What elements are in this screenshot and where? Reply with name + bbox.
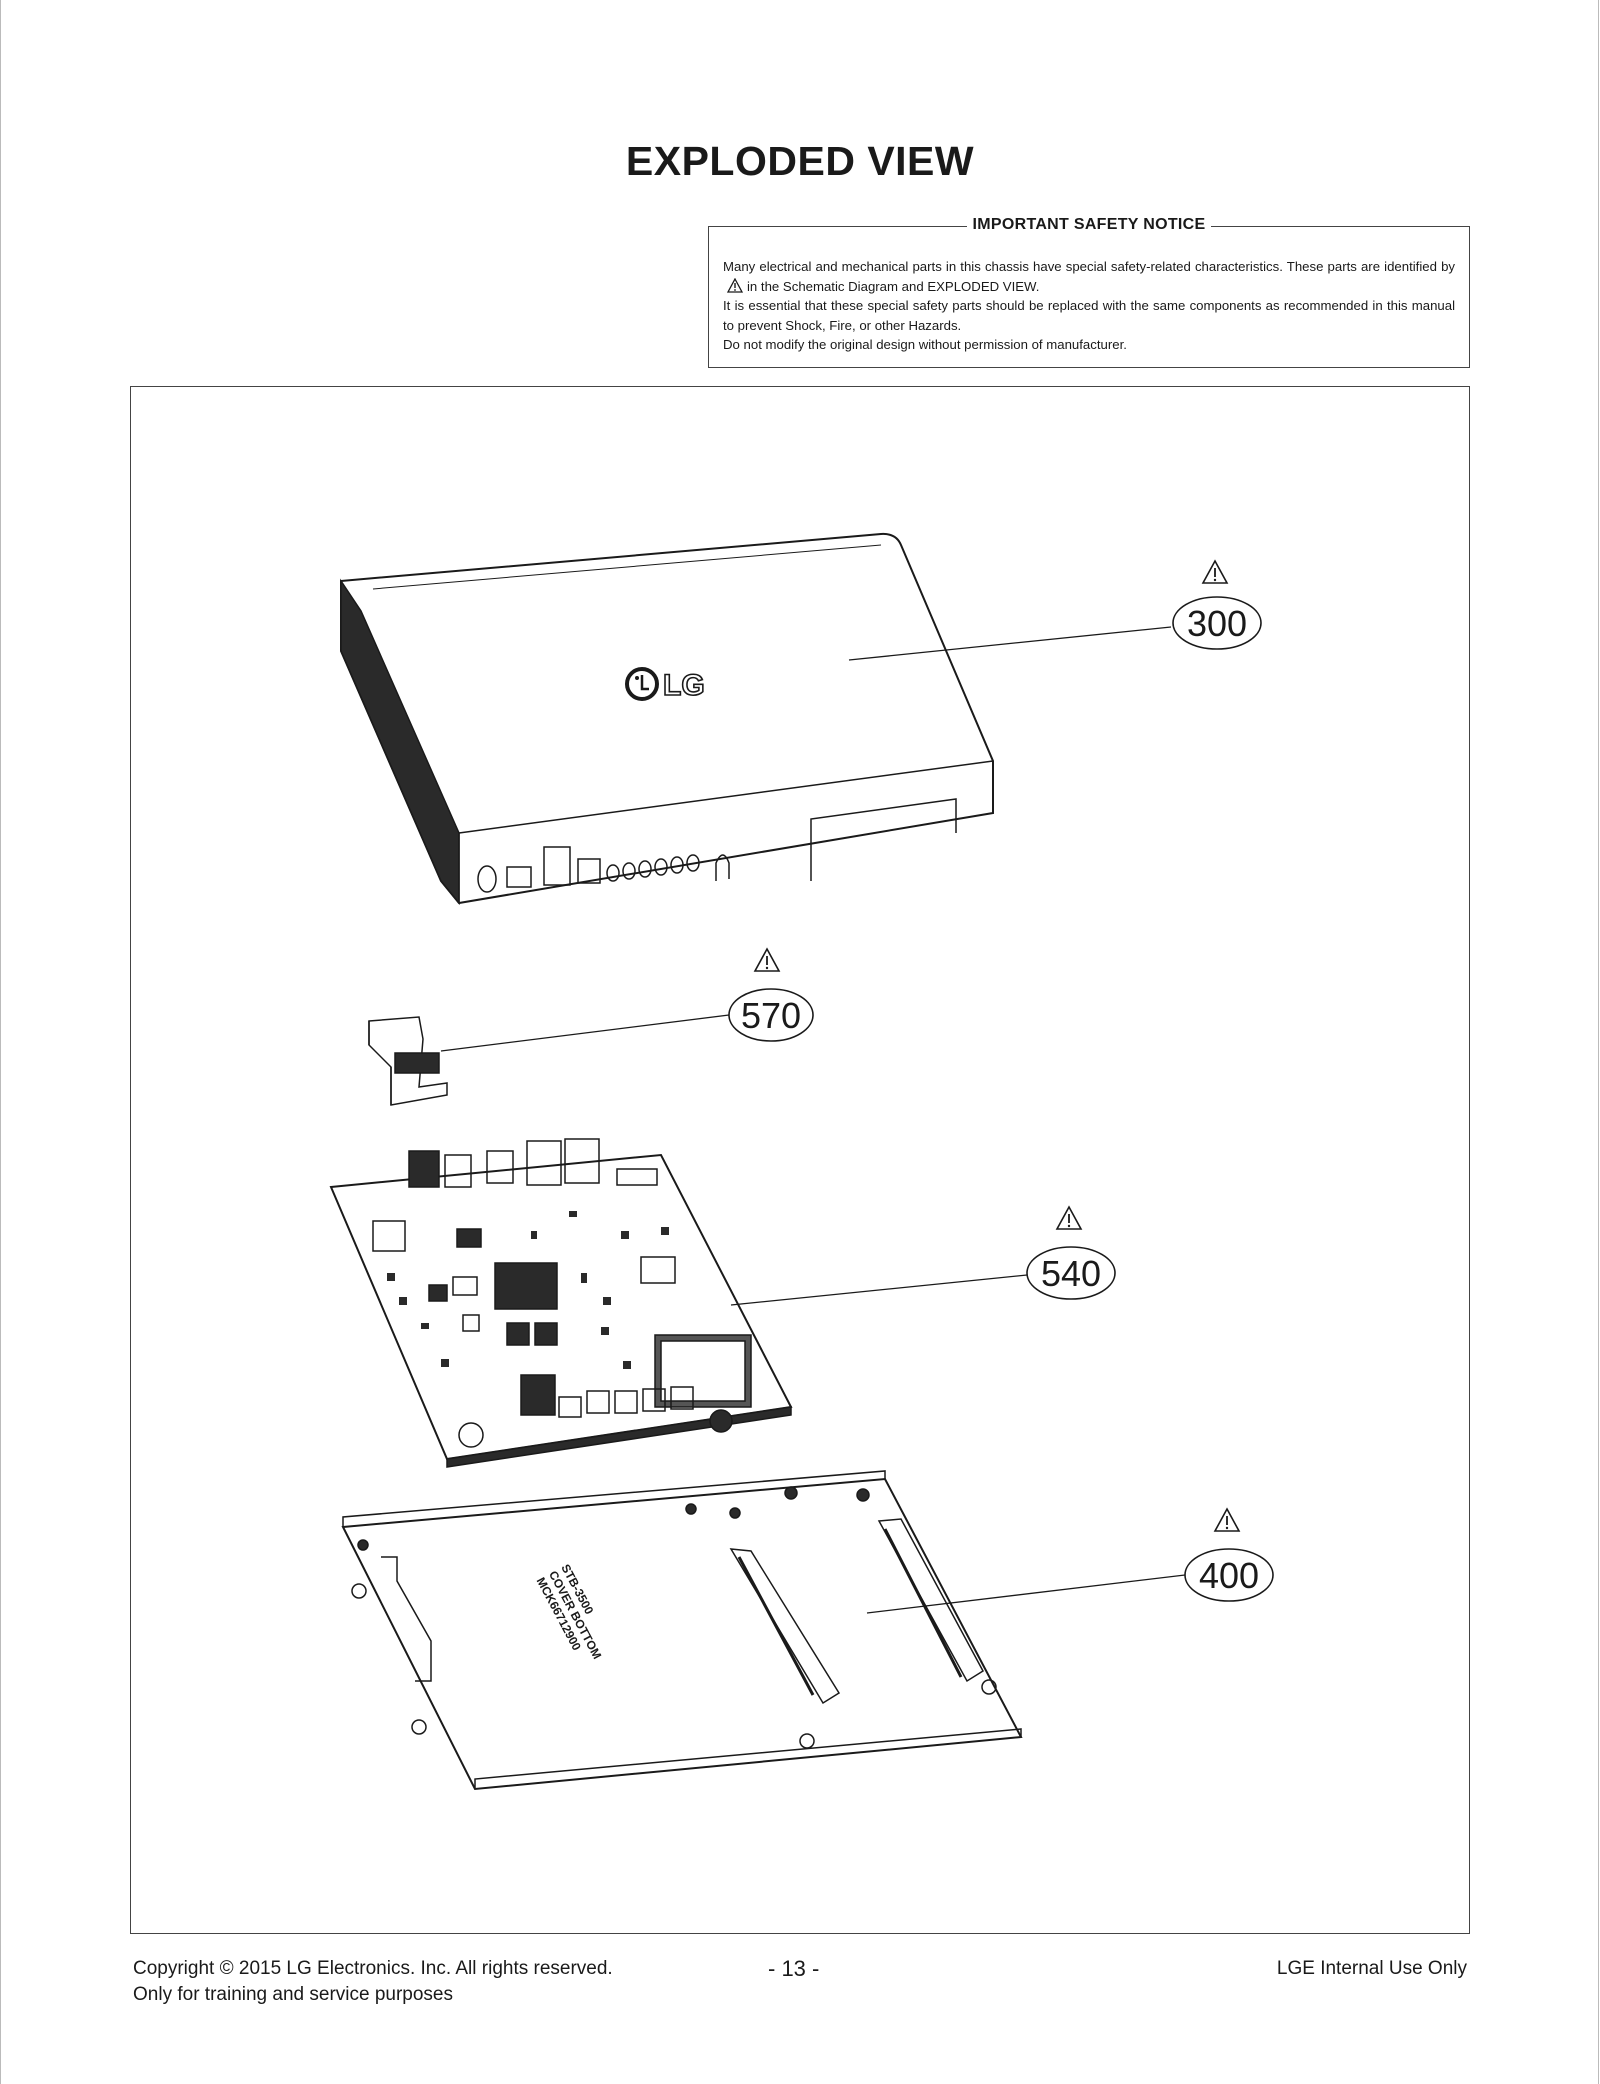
footer-copyright-block: Copyright © 2015 LG Electronics. Inc. Al…: [133, 1956, 613, 2008]
part-number-300: 300: [1187, 603, 1247, 644]
page-title: EXPLODED VIEW: [625, 138, 975, 184]
safety-notice-line-1-tail: in the Schematic Diagram and EXPLODED VI…: [747, 278, 1040, 294]
safety-notice-heading-text: IMPORTANT SAFETY NOTICE: [966, 216, 1212, 233]
callout-300: 300: [1172, 560, 1262, 650]
warning-triangle-icon: [1202, 560, 1228, 584]
bottom-cover-part: STB-3500 COVER BOTTOM MCK66712900: [341, 1470, 1186, 1791]
part-number-570: 570: [741, 995, 801, 1036]
lg-logo-text: LG: [663, 669, 705, 702]
part-number-540: 540: [1041, 1253, 1101, 1294]
footer-copyright: Copyright © 2015 LG Electronics. Inc. Al…: [133, 1958, 613, 1979]
footer-page-number: - 13 -: [768, 1956, 820, 1981]
callout-570: 570: [728, 948, 814, 1042]
callout-400: 400: [1184, 1508, 1274, 1602]
exploded-view-drawing: LG: [329, 532, 1274, 1791]
main-board-part: [329, 1138, 1028, 1468]
warning-triangle-icon: [1056, 1206, 1082, 1230]
footer-usage: Only for training and service purposes: [133, 1984, 453, 2005]
front-panel-ports: [477, 846, 730, 893]
warning-triangle-icon: [727, 277, 743, 293]
exploded-view-frame: LG: [130, 386, 1470, 1934]
safety-notice-body: Many electrical and mechanical parts in …: [723, 257, 1455, 355]
part-number-400: 400: [1199, 1555, 1259, 1596]
footer-classification: LGE Internal Use Only: [1276, 1958, 1467, 1979]
safety-notice-paragraph-2: It is essential that these special safet…: [723, 298, 1455, 333]
callout-540: 540: [1026, 1206, 1116, 1300]
safety-notice-line-1: Many electrical and mechanical parts in …: [723, 259, 1455, 274]
safety-notice-paragraph-3: Do not modify the original design withou…: [723, 337, 1127, 352]
warning-triangle-icon: [754, 948, 780, 972]
top-cover-part: LG: [340, 532, 1172, 906]
lg-logo: LG: [625, 667, 705, 703]
safety-notice-heading: IMPORTANT SAFETY NOTICE: [709, 216, 1469, 234]
bracket-part: [368, 1014, 730, 1106]
safety-notice-paragraph-1: Many electrical and mechanical parts in …: [723, 257, 1455, 296]
safety-notice-box: IMPORTANT SAFETY NOTICE Many electrical …: [708, 216, 1470, 368]
warning-triangle-icon: [1214, 1508, 1240, 1532]
